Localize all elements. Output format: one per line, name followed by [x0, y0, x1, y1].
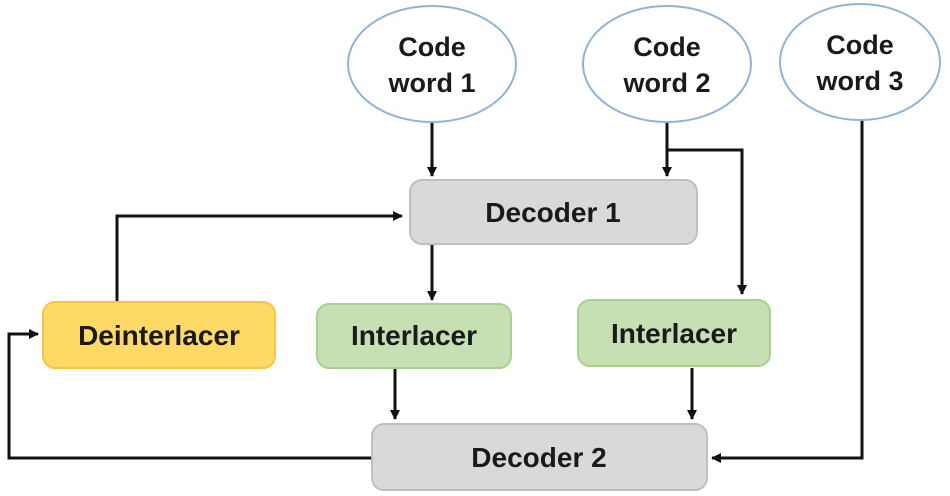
code-word-1-line1: Code	[398, 32, 466, 62]
edge-codeword2-to-interlacer2	[667, 148, 747, 295]
code-word-1-node: Code word 1	[347, 5, 517, 123]
decoder-2-box	[371, 423, 708, 491]
edge-decoder2-to-deinterlacer	[7, 329, 372, 460]
deinterlacer-node: Deinterlacer	[42, 301, 276, 369]
decoder-2-label: Decoder 2	[471, 442, 606, 473]
code-word-3-line1: Code	[826, 30, 894, 60]
code-word-3-shape	[779, 3, 941, 121]
decoder-1-node: Decoder 1	[409, 179, 698, 245]
interlacer-1-label: Interlacer	[351, 320, 477, 351]
code-word-3-node: Code word 3	[779, 3, 941, 121]
edges	[7, 120, 864, 463]
code-word-2-node: Code word 2	[582, 5, 752, 123]
decoder-1-box	[409, 179, 698, 245]
deinterlacer-label: Deinterlacer	[78, 320, 240, 351]
interlacer-1-node: Interlacer	[316, 303, 512, 369]
interlacer-1-box	[316, 303, 512, 369]
decoder-2-node: Decoder 2	[371, 423, 708, 491]
code-word-2-shape	[582, 5, 752, 123]
code-word-1-shape	[347, 5, 517, 123]
interlacer-2-node: Interlacer	[577, 299, 771, 367]
interlacer-2-label: Interlacer	[611, 318, 737, 349]
edge-codeword3-to-decoder2	[711, 120, 864, 463]
interlacer-2-box	[577, 299, 771, 367]
deinterlacer-box	[42, 301, 276, 369]
decoder-1-label: Decoder 1	[485, 197, 620, 228]
edge-deinterlacer-to-decoder1	[115, 211, 403, 302]
code-word-3-line2: word 3	[815, 66, 903, 96]
code-word-1-line2: word 1	[387, 68, 475, 98]
code-word-2-line2: word 2	[622, 68, 710, 98]
code-word-2-line1: Code	[633, 32, 701, 62]
